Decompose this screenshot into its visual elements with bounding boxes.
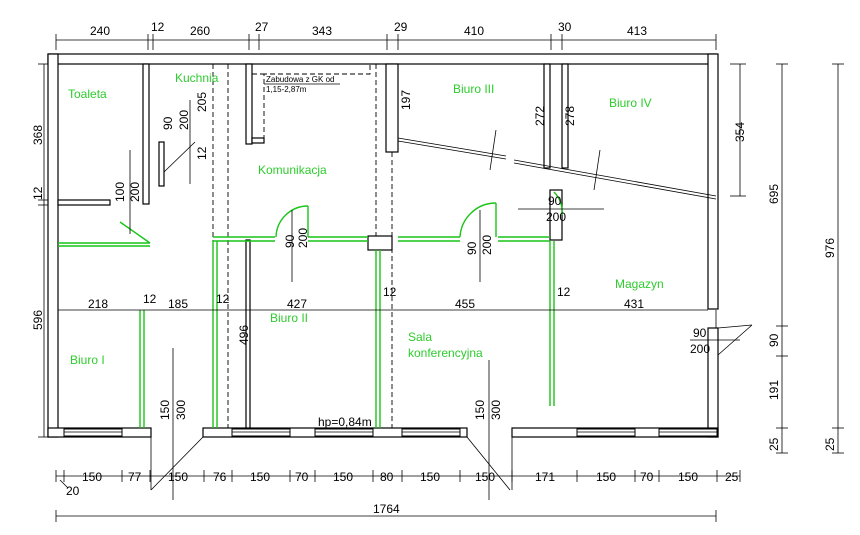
top-dimension-chain: 240 12 260 27 343 29 410 30 413 <box>55 20 717 50</box>
bottom-dimension-chain: 20 150 77 150 76 150 70 150 80 150 150 1… <box>55 470 741 498</box>
room-toaleta: Toaleta <box>68 87 107 101</box>
bot-150a: 150 <box>82 470 102 484</box>
toal-200: 200 <box>128 182 142 202</box>
left-dimension-chain: 368 12 596 <box>31 63 48 438</box>
bot-77: 77 <box>128 470 142 484</box>
dim-343: 343 <box>312 24 332 38</box>
note-line-1: Zabudowa z GK od <box>266 75 334 84</box>
b3-272: 272 <box>533 106 547 126</box>
b3-197: 197 <box>399 90 413 110</box>
bot-80: 80 <box>380 470 394 484</box>
room-konferencyjna: konferencyjna <box>408 346 483 360</box>
mid-12c: 12 <box>383 285 397 299</box>
s2-150: 150 <box>473 400 487 420</box>
right-976: 976 <box>823 238 837 258</box>
kuch-200: 200 <box>177 110 191 130</box>
mid-12d: 12 <box>557 285 571 299</box>
sala-door-90: 90 <box>465 241 479 255</box>
mag-200: 200 <box>690 342 710 356</box>
dim-240: 240 <box>90 24 110 38</box>
left-596: 596 <box>31 310 45 330</box>
room-biuro-2: Biuro II <box>270 311 308 325</box>
bot-70b: 70 <box>640 470 654 484</box>
door-200: 200 <box>546 210 566 224</box>
bot-150d: 150 <box>333 470 353 484</box>
bot-150e: 150 <box>420 470 440 484</box>
left-12: 12 <box>31 186 45 200</box>
dim-29: 29 <box>394 20 408 34</box>
bot-76: 76 <box>213 470 227 484</box>
right-354: 354 <box>733 122 747 142</box>
bot-171: 171 <box>535 470 555 484</box>
right-dimension-chain: 354 695 90 191 25 976 25 <box>730 63 844 454</box>
note-line-2: 1,15-2,87m <box>266 85 307 94</box>
sala-door-200: 200 <box>480 235 494 255</box>
windows <box>63 428 718 437</box>
green-partitions <box>58 191 563 428</box>
right-191: 191 <box>767 380 781 400</box>
sliding-partition <box>397 129 717 200</box>
total-dimension: 1764 <box>55 502 717 522</box>
dim-260: 260 <box>190 24 210 38</box>
bot-150b: 150 <box>168 470 188 484</box>
hp-label: hp=0,84m <box>318 415 372 429</box>
room-biuro-3: Biuro III <box>453 82 494 96</box>
bot-150f: 150 <box>475 470 495 484</box>
b2-496: 496 <box>237 325 251 345</box>
kom-200: 200 <box>296 228 310 248</box>
dim-12: 12 <box>151 20 165 34</box>
bot-150h: 150 <box>678 470 698 484</box>
mag-90: 90 <box>693 326 707 340</box>
s2-300: 300 <box>489 400 503 420</box>
right-90: 90 <box>767 333 781 347</box>
right-25b: 25 <box>823 437 837 451</box>
b1-150: 150 <box>158 400 172 420</box>
mid-218: 218 <box>88 297 108 311</box>
kuch-205: 205 <box>195 92 209 112</box>
bot-150g: 150 <box>596 470 616 484</box>
toal-100: 100 <box>113 182 127 202</box>
kuch-12: 12 <box>195 146 209 160</box>
kom-90: 90 <box>283 234 297 248</box>
dim-30: 30 <box>558 20 572 34</box>
mid-431: 431 <box>624 297 644 311</box>
dim-410: 410 <box>464 24 484 38</box>
mid-12b: 12 <box>216 292 230 306</box>
right-695: 695 <box>767 184 781 204</box>
b4-278: 278 <box>563 106 577 126</box>
right-25a: 25 <box>767 437 781 451</box>
door-90: 90 <box>548 194 562 208</box>
gk-note: Zabudowa z GK od 1,15-2,87m <box>264 75 340 94</box>
inner-dimensions: 90 200 205 12 100 200 90 200 197 272 278… <box>113 90 753 356</box>
left-368: 368 <box>31 125 45 145</box>
b1-300: 300 <box>174 400 188 420</box>
bot-70a: 70 <box>295 470 309 484</box>
bot-25: 25 <box>725 470 739 484</box>
mid-12a: 12 <box>143 292 157 306</box>
room-komunikacja: Komunikacja <box>258 163 327 177</box>
dim-27: 27 <box>255 20 269 34</box>
dashed-lines <box>212 64 393 428</box>
room-labels: Toaleta Kuchnia Komunikacja Biuro III Bi… <box>68 71 664 367</box>
mid-455: 455 <box>455 297 475 311</box>
bot-150c: 150 <box>250 470 270 484</box>
mid-427: 427 <box>287 297 307 311</box>
room-kuchnia: Kuchnia <box>175 71 219 85</box>
total-1764: 1764 <box>373 502 400 516</box>
mid-dimensions: 218 12 185 12 427 12 455 12 431 496 <box>88 285 644 345</box>
window-dimensions: 150 300 150 300 <box>150 348 513 500</box>
kuch-90: 90 <box>161 116 175 130</box>
mid-185: 185 <box>168 297 188 311</box>
room-magazyn: Magazyn <box>615 277 664 291</box>
room-biuro-4: Biuro IV <box>609 96 652 110</box>
dim-413: 413 <box>627 24 647 38</box>
room-biuro-1: Biuro I <box>70 353 105 367</box>
bot-20: 20 <box>66 484 80 498</box>
room-sala: Sala <box>408 330 432 344</box>
